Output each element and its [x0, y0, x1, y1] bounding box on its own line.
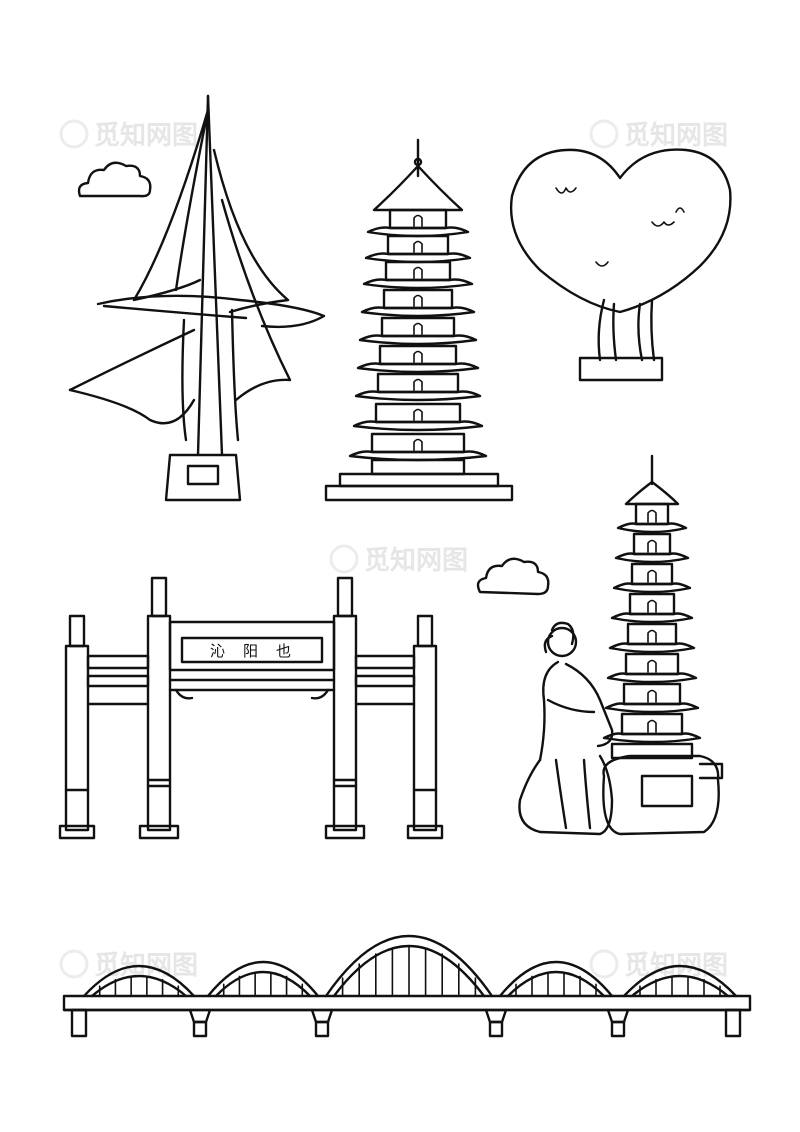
bridge-pier-base	[488, 1020, 504, 1038]
pagoda-eave	[602, 732, 702, 744]
pagoda-tier	[388, 208, 448, 230]
pagoda-tier	[376, 372, 460, 394]
watermark: 觅知网图	[589, 119, 728, 151]
bridge-arch	[622, 964, 738, 998]
pagoda-eave	[356, 362, 480, 374]
bridge-arch-inner	[90, 974, 188, 998]
pagoda-eave	[362, 278, 474, 290]
svg-text:觅知网图: 觅知网图	[94, 121, 198, 151]
bridge-arch	[498, 961, 614, 998]
pagoda-window	[647, 599, 657, 613]
pagoda-tier	[626, 622, 678, 646]
pagoda-eave	[354, 390, 482, 402]
pagoda-window	[647, 629, 657, 643]
pagoda-eave	[352, 420, 484, 432]
pagoda-window	[413, 378, 423, 391]
pagoda-tier	[628, 592, 676, 616]
pagoda-ground-floor	[370, 458, 466, 476]
pagoda-window	[413, 214, 423, 227]
seated-figure	[518, 621, 614, 836]
bridge-pier	[606, 1008, 630, 1024]
pagoda-eave	[364, 252, 472, 264]
memorial-archway: 沁阳也	[58, 576, 444, 840]
pagoda-eave	[612, 582, 692, 594]
pagoda-tier	[384, 260, 452, 282]
pagoda-tier	[624, 652, 680, 676]
pagoda-window	[413, 266, 423, 279]
pagoda-eave	[608, 642, 696, 654]
bridge-pier-base	[314, 1020, 330, 1038]
pagoda-tier	[634, 502, 670, 526]
pagoda-tier	[622, 682, 682, 706]
bridge-arch-inner	[214, 970, 312, 998]
pagoda-window	[413, 350, 423, 363]
cloud-icon	[77, 161, 152, 198]
pagoda-window	[647, 569, 657, 583]
svg-text:觅知网图: 觅知网图	[624, 121, 728, 151]
watermark-group: 觅知网图 觅知网图 觅知网图 觅知网图 觅知网图	[59, 119, 728, 981]
pagoda-eave	[366, 226, 470, 238]
bridge-pier	[188, 1008, 212, 1024]
sail-sculpture	[68, 94, 326, 502]
pagoda-eave	[360, 306, 476, 318]
pagoda-eave	[614, 552, 690, 564]
pagoda-tier	[382, 288, 454, 310]
pagoda-tier	[632, 532, 672, 556]
pagoda-window	[647, 539, 657, 553]
gate-plaque-text: 沁阳也	[210, 642, 309, 660]
bridge-pier	[310, 1008, 334, 1024]
svg-text:觅知网图: 觅知网图	[364, 546, 468, 576]
watermark: 觅知网图	[59, 119, 198, 151]
pagoda-window	[647, 659, 657, 673]
pagoda-tier	[386, 234, 450, 256]
pagoda-window	[413, 294, 423, 307]
pagoda-tier	[378, 344, 458, 366]
pagoda-tier	[370, 432, 466, 454]
bridge-pier-base	[192, 1020, 208, 1038]
bridge-arch-inner	[630, 974, 730, 998]
pagoda-window	[647, 719, 657, 733]
watermark: 觅知网图	[589, 949, 728, 981]
pagoda-tier	[630, 562, 674, 586]
pagoda-with-statue	[518, 454, 724, 836]
pagoda-eave	[610, 612, 694, 624]
pagoda-tier	[374, 402, 462, 424]
pagoda-eave	[348, 450, 488, 462]
bridge-arch	[206, 961, 320, 998]
bridge-pier-base	[610, 1020, 626, 1038]
cloud-icon	[476, 557, 550, 596]
bridge-arch	[82, 964, 196, 998]
pagoda-window	[413, 438, 423, 451]
pagoda-tier	[380, 316, 456, 338]
bridge-arch-inner	[506, 970, 606, 998]
tall-pagoda	[324, 138, 514, 502]
pagoda-window	[413, 408, 423, 421]
heart-tree	[510, 148, 732, 382]
pagoda-window	[413, 322, 423, 335]
arch-bridge	[62, 934, 752, 1038]
pagoda-eave	[606, 672, 698, 684]
watermark: 觅知网图	[329, 544, 468, 576]
pagoda-eave	[358, 334, 478, 346]
pagoda-eave	[616, 522, 688, 534]
bridge-arch	[324, 934, 494, 998]
pagoda-eave	[604, 702, 700, 714]
bridge-pier	[484, 1008, 508, 1024]
pagoda-window	[647, 689, 657, 703]
pagoda-ground-floor	[610, 742, 694, 760]
pagoda-window	[647, 509, 657, 523]
pagoda-window	[413, 240, 423, 253]
pagoda-tier	[620, 712, 684, 736]
